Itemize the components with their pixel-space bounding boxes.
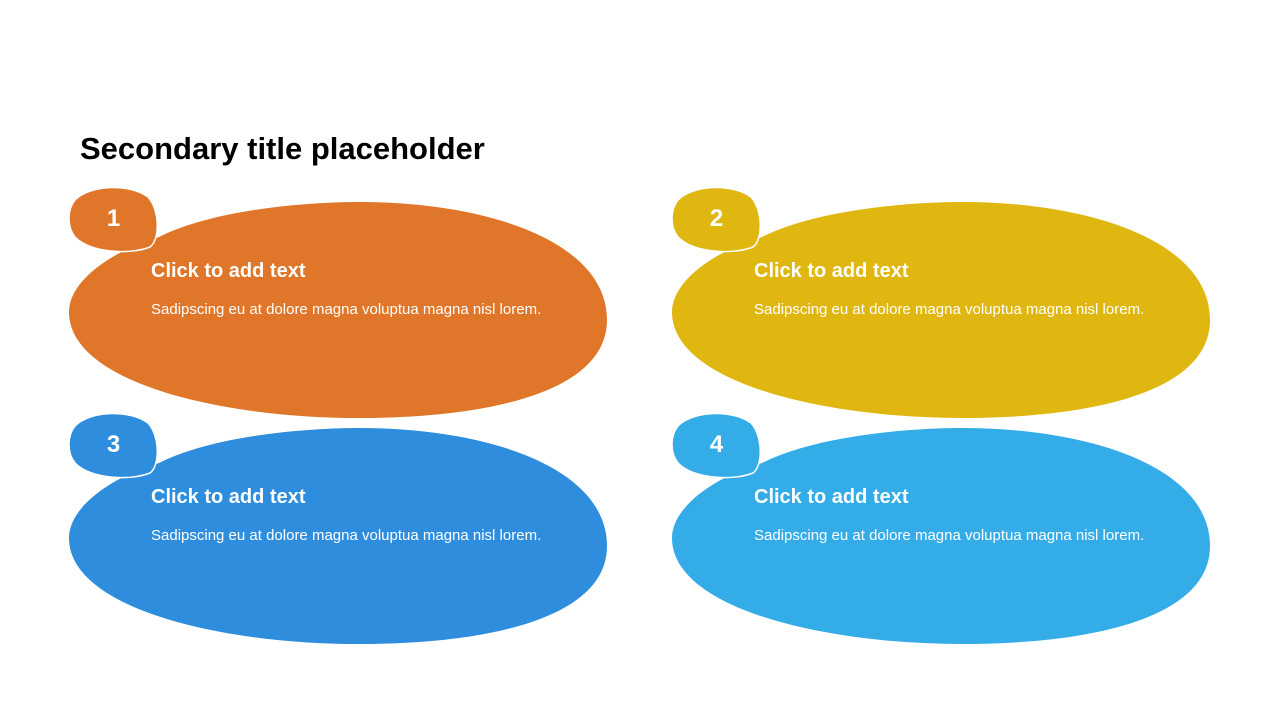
card-2[interactable]: 2 Click to add text Sadipscing eu at dol…	[671, 185, 1217, 420]
card-3[interactable]: 3 Click to add text Sadipscing eu at dol…	[68, 411, 614, 646]
card-number-badge: 1	[106, 205, 121, 232]
card-heading[interactable]: Click to add text	[151, 260, 306, 282]
card-4[interactable]: 4 Click to add text Sadipscing eu at dol…	[671, 411, 1217, 646]
card-blob-shape	[68, 186, 607, 418]
card-body-text[interactable]: Sadipscing eu at dolore magna voluptua m…	[754, 527, 1145, 544]
card-body-text[interactable]: Sadipscing eu at dolore magna voluptua m…	[151, 301, 542, 318]
card-blob-shape	[671, 186, 1210, 418]
card-blob-shape	[671, 412, 1210, 644]
card-blob-shape	[68, 412, 607, 644]
card-1[interactable]: 1 Click to add text Sadipscing eu at dol…	[68, 185, 614, 420]
slide-title[interactable]: Secondary title placeholder	[80, 131, 485, 166]
card-number-badge: 4	[709, 431, 724, 458]
card-body-text[interactable]: Sadipscing eu at dolore magna voluptua m…	[754, 301, 1145, 318]
card-heading[interactable]: Click to add text	[151, 486, 306, 508]
card-number-badge: 3	[106, 431, 121, 458]
card-heading[interactable]: Click to add text	[754, 486, 909, 508]
card-body-text[interactable]: Sadipscing eu at dolore magna voluptua m…	[151, 527, 542, 544]
card-number-badge: 2	[709, 205, 724, 232]
card-heading[interactable]: Click to add text	[754, 260, 909, 282]
